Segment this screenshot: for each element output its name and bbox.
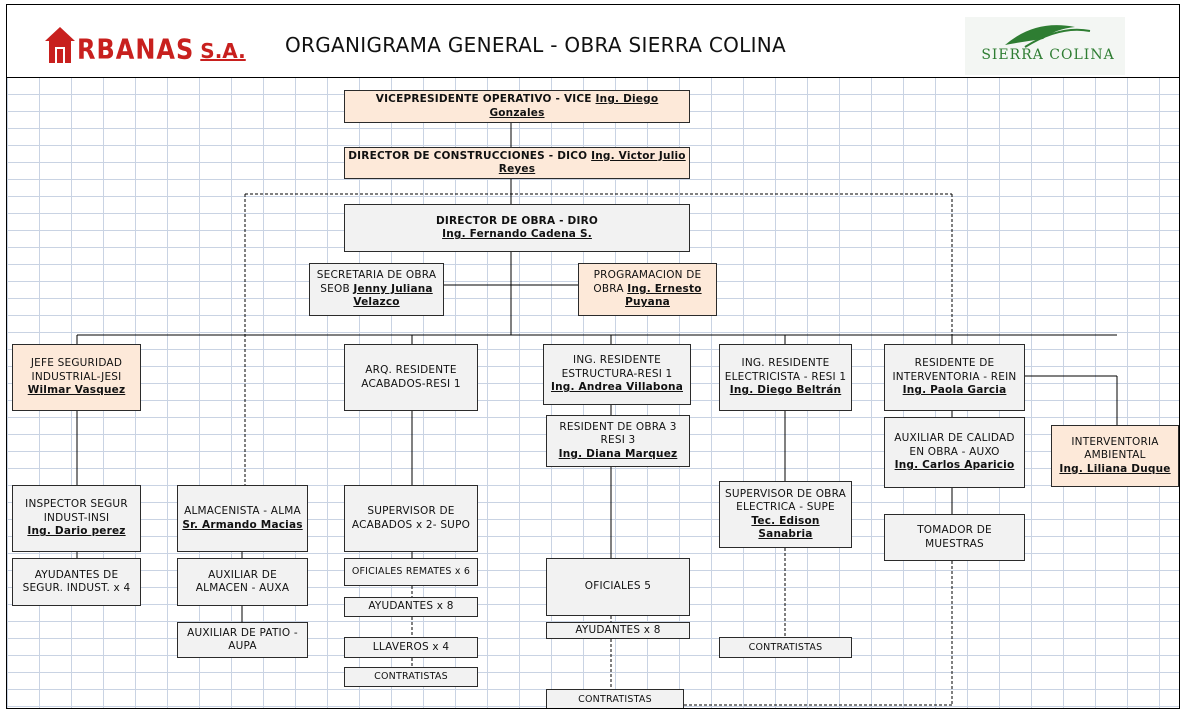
org-box-seob: SECRETARIA DE OBRA SEOB Jenny Juliana Ve… [309, 263, 444, 316]
org-box-arq: ARQ. RESIDENTE ACABADOS-RESI 1 [344, 344, 478, 411]
org-box-contratistas-estructura: CONTRATISTAS [546, 689, 684, 708]
role-label: RESIDENT DE OBRA 3 RESI 3 [559, 420, 677, 447]
page-title: ORGANIGRAMA GENERAL - OBRA SIERRA COLINA [285, 33, 787, 57]
org-box-tomador: TOMADOR DE MUESTRAS [884, 514, 1025, 561]
person-name: Ing. Diana Marquez [558, 447, 678, 460]
org-box-aupa: AUXILIAR DE PATIO - AUPA [177, 622, 308, 658]
org-box-oficiales-5: OFICIALES 5 [546, 558, 690, 616]
role-label: AYUDANTES DE SEGUR. INDUST. x 4 [22, 568, 131, 595]
person-name: Ing. Andrea Villabona [550, 381, 683, 394]
org-box-auxa: AUXILIAR DE ALMACEN - AUXA [177, 558, 308, 606]
org-box-ayudantes-seguridad: AYUDANTES DE SEGUR. INDUST. x 4 [12, 558, 141, 606]
role-label: INSPECTOR SEGUR INDUST-INSI [25, 498, 128, 524]
role-label: ALMACENISTA - ALMA [184, 505, 301, 517]
org-box-estr: ING. RESIDENTE ESTRUCTURA-RESI 1 Ing. An… [543, 344, 691, 405]
role-label: AUXILIAR DE CALIDAD EN OBRA - AUXO [894, 432, 1015, 458]
person-name: Ing. Victor Julio Reyes [498, 149, 686, 176]
person-name: Ing. Fernando Cadena S. [442, 228, 592, 240]
org-box-vice: VICEPRESIDENTE OPERATIVO - VICE Ing. Die… [344, 90, 690, 123]
person-name: Ing. Diego Beltrán [729, 384, 842, 397]
person-name: Ing. Carlos Aparicio [894, 459, 1015, 472]
role-label: ARQ. RESIDENTE ACABADOS-RESI 1 [361, 364, 461, 390]
org-box-rein: RESIDENTE DE INTERVENTORIA - REIN Ing. P… [884, 344, 1025, 411]
org-chart-sheet: RBANAS S.A. ORGANIGRAMA GENERAL - OBRA S… [6, 4, 1180, 709]
role-label: DIRECTOR DE OBRA - DIRO [435, 214, 598, 227]
org-box-prog: PROGRAMACION DE OBRA Ing. Ernesto Puyana [578, 263, 717, 316]
org-box-ayudantes-acabados: AYUDANTES x 8 [344, 597, 478, 617]
role-label: DIRECTOR DE CONSTRUCCIONES - DICO [348, 149, 588, 162]
person-name: Tec. Edison Sanabria [751, 514, 820, 541]
org-box-oficiales-remates: OFICIALES REMATES x 6 [344, 558, 478, 586]
role-label: AUXILIAR DE PATIO - AUPA [187, 626, 298, 653]
org-box-jesi: JEFE SEGURIDAD INDUSTRIAL-JESI Wilmar Va… [12, 344, 141, 411]
role-label: INTERVENTORIA AMBIENTAL [1071, 435, 1159, 462]
org-box-elec: ING. RESIDENTE ELECTRICISTA - RESI 1 Ing… [719, 344, 852, 411]
role-label: RESIDENTE DE INTERVENTORIA - REIN [892, 357, 1017, 383]
person-name: Sr. Armando Macias [182, 518, 303, 531]
role-label: OFICIALES REMATES x 6 [351, 566, 471, 578]
org-box-alma: ALMACENISTA - ALMA Sr. Armando Macias [177, 485, 308, 552]
person-name: Ing. Diego Gonzales [489, 93, 659, 119]
org-box-auxo: AUXILIAR DE CALIDAD EN OBRA - AUXO Ing. … [884, 417, 1025, 488]
org-box-dico: DIRECTOR DE CONSTRUCCIONES - DICO Ing. V… [344, 147, 690, 179]
role-label: AYUDANTES x 8 [368, 600, 454, 613]
role-label: AYUDANTES x 8 [575, 623, 661, 636]
logo-right-text: SIERRA COLINA [981, 47, 1115, 63]
org-box-resi3: RESIDENT DE OBRA 3 RESI 3 Ing. Diana Mar… [546, 415, 690, 467]
logo-wordmark: RBANAS [77, 33, 195, 66]
role-label: PROGRAMACION DE OBRA [593, 269, 702, 295]
hill-icon [1005, 25, 1091, 48]
person-name: Jenny Juliana Velazco [353, 282, 433, 309]
person-name: Ing. Liliana Duque [1059, 462, 1171, 475]
role-label: CONTRATISTAS [578, 694, 652, 706]
role-label: SUPERVISOR DE OBRA ELECTRICA - SUPE [724, 487, 847, 514]
role-label: TOMADOR DE MUESTRAS [917, 524, 992, 550]
role-label: LLAVEROS x 4 [372, 640, 450, 653]
person-name: Wilmar Vasquez [27, 384, 126, 397]
org-box-contratistas-acabados: CONTRATISTAS [344, 667, 478, 687]
role-label: AUXILIAR DE ALMACEN - AUXA [195, 568, 290, 595]
role-label: ING. RESIDENTE ELECTRICISTA - RESI 1 [724, 357, 847, 383]
role-label: ING. RESIDENTE ESTRUCTURA-RESI 1 [561, 354, 673, 380]
header-bar: RBANAS S.A. ORGANIGRAMA GENERAL - OBRA S… [7, 5, 1179, 78]
person-name: Ing. Dario perez [27, 525, 126, 538]
urbanas-logo: RBANAS S.A. [45, 23, 246, 63]
logo-suffix: S.A. [200, 39, 246, 63]
role-label: CONTRATISTAS [748, 641, 823, 653]
org-box-supe: SUPERVISOR DE OBRA ELECTRICA - SUPE Tec.… [719, 481, 852, 548]
org-box-insi: INSPECTOR SEGUR INDUST-INSI Ing. Dario p… [12, 485, 141, 552]
role-label: OFICIALES 5 [584, 580, 652, 593]
org-box-supo: SUPERVISOR DE ACABADOS x 2- SUPO [344, 485, 478, 552]
org-box-diro: DIRECTOR DE OBRA - DIRO Ing. Fernando Ca… [344, 204, 690, 252]
role-label: SUPERVISOR DE ACABADOS x 2- SUPO [351, 505, 471, 531]
house-icon [45, 27, 75, 63]
org-box-ambiental: INTERVENTORIA AMBIENTAL Ing. Liliana Duq… [1051, 425, 1179, 487]
org-box-ayudantes-estructura: AYUDANTES x 8 [546, 622, 690, 639]
person-name: Ing. Ernesto Puyana [625, 282, 702, 309]
person-name: Ing. Paola Garcia [902, 384, 1007, 397]
role-label: VICEPRESIDENTE OPERATIVO - VICE [375, 93, 592, 105]
role-label: SECRETARIA DE OBRA SEOB [316, 269, 437, 295]
role-label: CONTRATISTAS [374, 671, 448, 683]
org-box-contratistas-electrica: CONTRATISTAS [719, 637, 852, 658]
sierra-colina-logo: SIERRA COLINA [965, 17, 1125, 75]
org-box-llaveros: LLAVEROS x 4 [344, 637, 478, 658]
role-label: JEFE SEGURIDAD INDUSTRIAL-JESI [30, 357, 123, 383]
connector-lines [76, 123, 1118, 706]
